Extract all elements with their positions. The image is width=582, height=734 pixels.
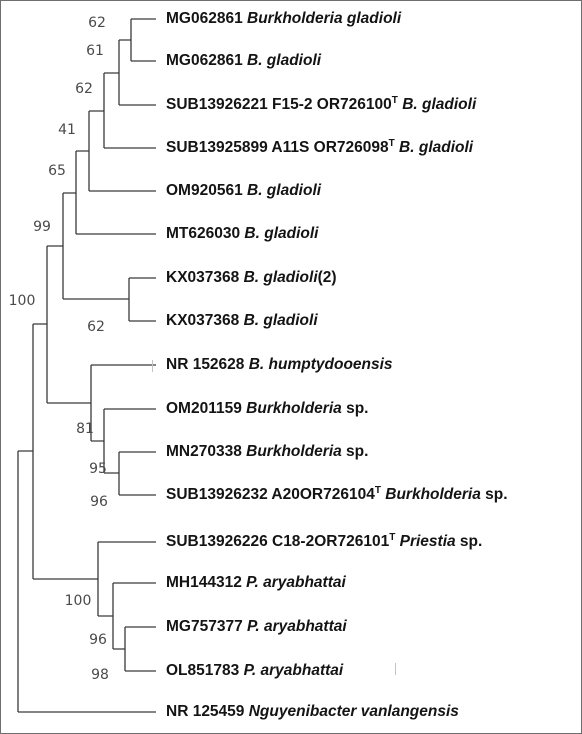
branch [112, 582, 156, 650]
branch [124, 626, 156, 672]
bootstrap-value: 100 [9, 293, 36, 309]
branch [46, 245, 91, 404]
text-cursor-mark [152, 360, 153, 372]
taxon-label: SUB13925899 A11S OR726098T B. gladioli [166, 138, 474, 157]
bootstrap-value: 100 [65, 593, 92, 609]
taxon-label: OM201159 Burkholderia sp. [166, 400, 369, 417]
branch [62, 192, 129, 300]
bootstrap-value: 61 [86, 43, 104, 59]
taxon-label: SUB13926232 A20OR726104T Burkholderia sp… [166, 485, 508, 504]
bootstrap-value: 99 [33, 219, 51, 235]
branch [90, 364, 156, 442]
taxon-label: OM920561 B. gladioli [166, 182, 322, 199]
taxon-label: NR 152628 B. humptydooensis [166, 356, 393, 373]
taxon-label: MH144312 P. aryabhattai [166, 574, 346, 591]
branch [103, 408, 156, 474]
branch [32, 323, 98, 580]
taxon-label: MT626030 B. gladioli [166, 225, 319, 242]
branch [75, 150, 156, 235]
taxon-label: KX037368 B. gladioli(2) [166, 269, 337, 286]
taxon-label: MN270338 Burkholderia sp. [166, 443, 369, 460]
taxon-label: KX037368 B. gladioli [166, 312, 318, 329]
branch [118, 451, 156, 496]
bootstrap-value: 98 [91, 667, 109, 683]
branch [17, 450, 156, 713]
bootstrap-value: 62 [88, 15, 106, 31]
bootstrap-value: 65 [48, 163, 66, 179]
branch [97, 541, 156, 617]
taxon-label: MG757377 P. aryabhattai [166, 618, 347, 635]
taxon-label: MG062861 B. gladioli [166, 52, 322, 69]
bootstrap-value: 62 [75, 81, 93, 97]
bootstrap-value: 81 [76, 421, 94, 437]
taxon-label: SUB13926221 F15-2 OR726100T B. gladioli [166, 95, 477, 114]
branch [128, 277, 156, 322]
bootstrap-value: 62 [87, 319, 105, 335]
taxon-label: MG062861 Burkholderia gladioli [166, 10, 402, 27]
bootstrap-value: 41 [58, 122, 76, 138]
bootstrap-value: 96 [89, 632, 107, 648]
taxon-label: SUB13926226 C18-2OR726101T Priestia sp. [166, 532, 483, 551]
branch [103, 72, 156, 149]
branch [88, 110, 156, 192]
taxon-label: NR 125459 Nguyenibacter vanlangensis [166, 703, 459, 720]
branch [130, 18, 156, 62]
text-cursor-mark [395, 663, 396, 675]
bootstrap-value: 96 [90, 494, 108, 510]
bootstrap-value: 95 [89, 461, 107, 477]
branch [118, 39, 156, 106]
taxon-label: OL851783 P. aryabhattai [166, 662, 344, 679]
